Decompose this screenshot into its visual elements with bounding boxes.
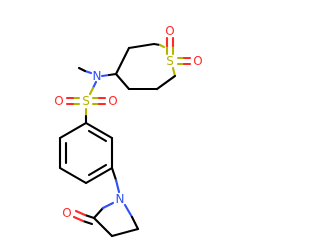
bond (114, 178, 121, 194)
bond (171, 66, 177, 78)
bond (84, 166, 114, 185)
bond (81, 219, 94, 226)
atom-label-o-ring-top: O (165, 24, 174, 38)
bonds (58, 36, 192, 238)
bond (130, 215, 140, 231)
bond (83, 213, 96, 220)
bond (87, 129, 108, 143)
bond (100, 73, 111, 78)
atom-label-o-sulfonyl-right: O (108, 94, 117, 108)
molecule-structure: S O O N S O O N O (54, 24, 203, 238)
bond (155, 74, 177, 91)
atom-label-o-ring-right: O (193, 54, 202, 68)
bond (88, 86, 95, 96)
bond (84, 121, 114, 140)
bond (92, 206, 105, 220)
bond (158, 43, 166, 49)
atom-label-n-lactam: N (116, 192, 125, 206)
bond (107, 72, 118, 77)
atom-label-o-sulfonyl-left: O (54, 94, 63, 108)
atom-label-s-ring: S (166, 54, 174, 68)
bond (123, 203, 134, 219)
bond (58, 121, 88, 140)
bond (114, 72, 131, 91)
bond (91, 80, 98, 90)
bond (77, 66, 87, 73)
bond (110, 227, 140, 238)
bond (83, 69, 93, 75)
bond (87, 163, 108, 177)
atom-label-o-carbonyl: O (62, 206, 71, 220)
atom-label-n-amine: N (93, 69, 102, 83)
bond (127, 42, 156, 50)
bond (58, 166, 88, 185)
bond (74, 209, 87, 217)
bond (114, 46, 131, 76)
bond (72, 215, 85, 223)
bond (101, 201, 115, 210)
atom-labels: S O O N S O O N O (54, 24, 202, 220)
bond (110, 166, 118, 182)
atom-label-s-sulfonyl: S (82, 94, 90, 108)
bond (92, 216, 114, 238)
